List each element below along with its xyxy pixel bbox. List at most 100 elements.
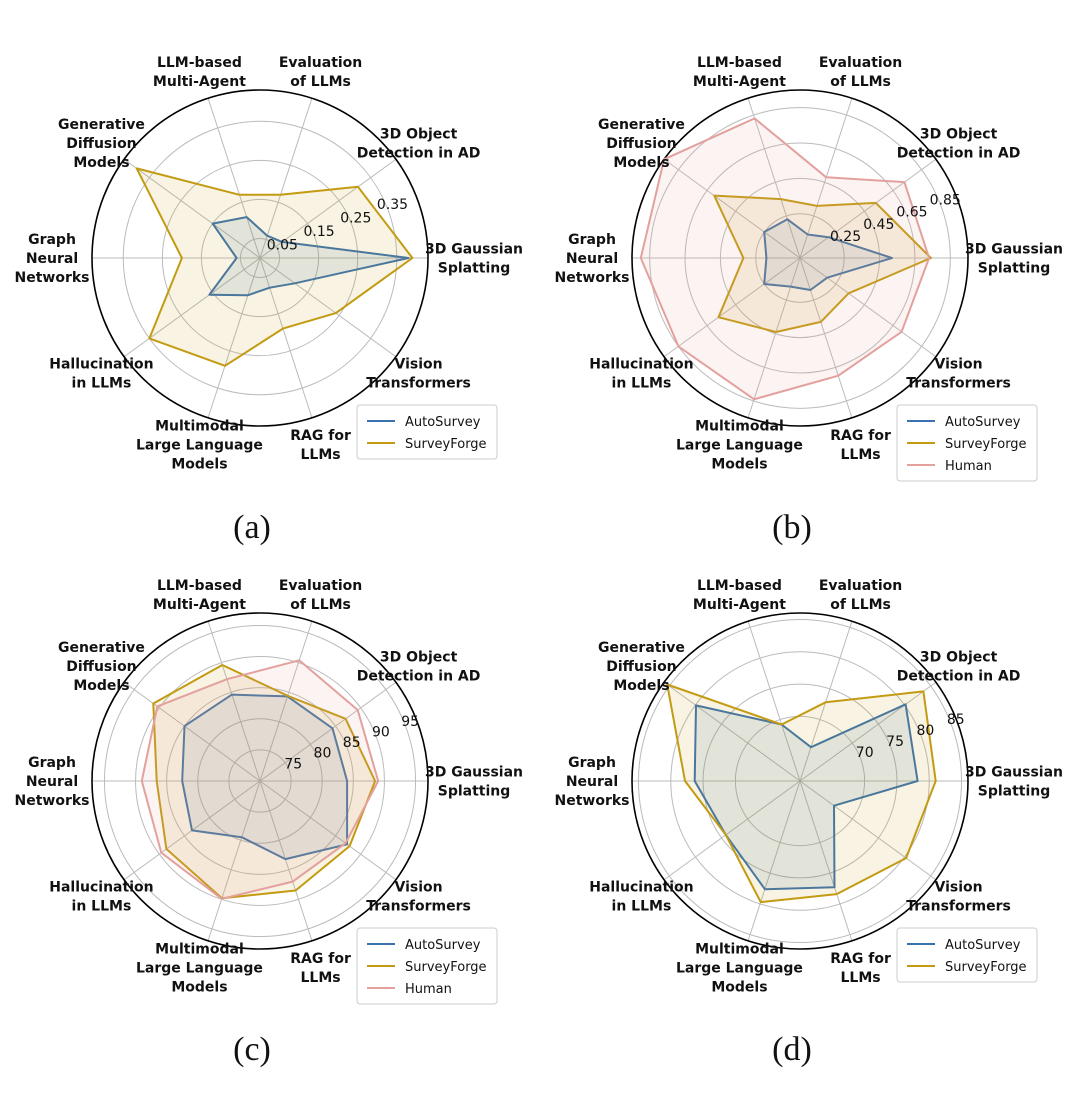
- radial-tick-label: 0.25: [830, 229, 861, 245]
- outer-ring: [91, 89, 429, 427]
- radial-tick-label: 70: [856, 745, 874, 761]
- series-polygon-surveyforge: [152, 664, 377, 900]
- series-polygon-surveyforge: [713, 194, 932, 333]
- spoke-line: [123, 257, 261, 358]
- spoke-line: [799, 780, 853, 941]
- outer-ring: [631, 89, 969, 427]
- spoke-line: [259, 98, 313, 259]
- legend-label-human: Human: [945, 459, 992, 474]
- legend-label-surveyforge: SurveyForge: [405, 437, 487, 452]
- series-polygon-human: [140, 659, 380, 900]
- spoke-line: [207, 98, 261, 259]
- spoke-line: [259, 257, 313, 418]
- radial-tick-label: 0.15: [303, 224, 334, 240]
- spoke-line: [663, 780, 801, 881]
- legend-label-human: Human: [405, 982, 452, 997]
- radial-tick-label: 0.45: [863, 217, 894, 233]
- spoke-line: [799, 257, 937, 358]
- series-polygon-autosurvey: [763, 218, 893, 291]
- legend-label-surveyforge: SurveyForge: [405, 960, 487, 975]
- radial-tick-label: 75: [886, 734, 904, 750]
- spoke-line: [259, 780, 313, 941]
- spoke-line: [259, 780, 397, 881]
- legend-box: [356, 404, 498, 460]
- spoke-line: [747, 257, 801, 418]
- legend-box: [356, 927, 498, 1005]
- radial-tick-label: 0.35: [377, 197, 408, 213]
- legend-label-autosurvey: AutoSurvey: [945, 415, 1021, 430]
- radial-tick-label: 0.25: [340, 211, 371, 227]
- spoke-line: [747, 98, 801, 259]
- radial-tick-label: 0.85: [930, 193, 961, 209]
- panel-caption: (b): [772, 509, 812, 546]
- panel-caption: (d): [772, 1031, 812, 1068]
- spoke-line: [747, 780, 801, 941]
- spoke-line: [207, 257, 261, 418]
- spoke-line: [799, 257, 853, 418]
- spoke-line: [123, 681, 261, 782]
- spoke-line: [259, 621, 313, 782]
- series-polygon-human: [639, 117, 931, 401]
- legend-label-surveyforge: SurveyForge: [945, 960, 1027, 975]
- radial-tick-label: 90: [372, 724, 390, 740]
- radial-tick-label: 85: [947, 712, 965, 728]
- spoke-line: [207, 621, 261, 782]
- panel-caption: (c): [233, 1031, 271, 1068]
- legend-label-autosurvey: AutoSurvey: [945, 938, 1021, 953]
- legend-label-autosurvey: AutoSurvey: [405, 938, 481, 953]
- spoke-line: [799, 621, 853, 782]
- panel-caption: (a): [233, 509, 271, 546]
- radial-tick-label: 0.65: [896, 205, 927, 221]
- series-polygon-surveyforge: [666, 683, 937, 904]
- spoke-line: [663, 158, 801, 259]
- legend-label-autosurvey: AutoSurvey: [405, 415, 481, 430]
- outer-ring: [631, 612, 969, 950]
- legend-box: [896, 927, 1038, 983]
- outer-ring: [91, 612, 429, 950]
- spoke-line: [259, 681, 397, 782]
- spoke-line: [799, 780, 937, 881]
- radial-tick-label: 80: [314, 746, 332, 762]
- radial-tick-label: 0.05: [267, 237, 298, 253]
- radial-tick-label: 75: [284, 756, 302, 772]
- spoke-line: [259, 257, 397, 358]
- spoke-line: [747, 621, 801, 782]
- legend-box: [896, 404, 1038, 482]
- series-polygon-autosurvey: [208, 216, 410, 297]
